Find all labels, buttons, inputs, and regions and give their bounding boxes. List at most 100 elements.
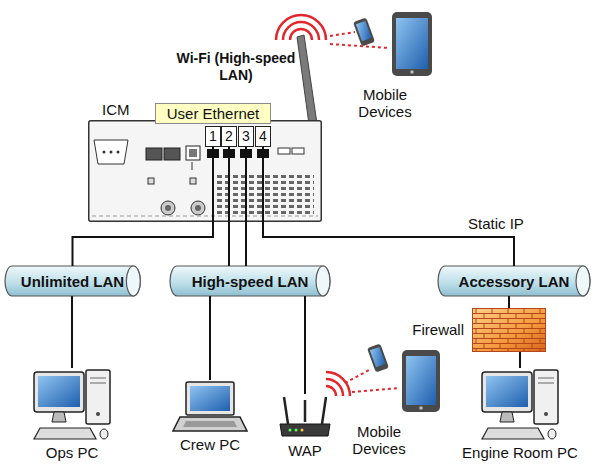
wifi-label: Wi-Fi (High-speed LAN) <box>172 50 300 84</box>
wifi-waves <box>326 372 350 396</box>
wireless-access-icon <box>322 397 326 424</box>
icm-unit-shape <box>164 148 180 160</box>
desktop-icon <box>86 370 110 424</box>
tablet-icon <box>392 12 432 76</box>
icm-unit-shape <box>94 140 128 164</box>
wireless-access-icon <box>289 429 292 432</box>
wireless-link <box>352 388 399 392</box>
tablet-icon <box>410 70 414 74</box>
wifi-waves <box>290 29 312 40</box>
device-label: Engine Room PC <box>462 444 578 461</box>
desktop-icon <box>548 429 556 439</box>
port-number: 1 <box>209 128 217 145</box>
desktop-icon <box>34 372 84 412</box>
icm-unit-shape <box>223 149 235 158</box>
network-cable <box>245 147 247 266</box>
desktop-pc: Engine Room PC <box>460 368 580 461</box>
icm-unit-shape <box>165 205 171 211</box>
port-group-tag: User Ethernet <box>155 103 271 124</box>
desktop-icon <box>96 412 100 416</box>
wifi-waves <box>326 372 350 396</box>
ethernet-port: 4 <box>255 126 271 147</box>
icm-unit-shape <box>257 149 269 158</box>
tablet-icon <box>392 12 432 76</box>
tablet-icon <box>402 350 440 412</box>
firewall-shape <box>473 309 546 352</box>
icm-unit-shape <box>192 162 193 170</box>
wireless-link <box>345 369 371 383</box>
icm-unit-shape <box>189 149 197 157</box>
desktop-icon <box>534 370 558 424</box>
icm-unit-shape <box>195 205 201 211</box>
laptop-icon <box>172 380 248 434</box>
node-label: ICM <box>102 101 130 118</box>
wifi-waves <box>326 379 343 396</box>
wifi-waves <box>276 15 326 40</box>
device-label: Crew PC <box>180 436 240 453</box>
tablet-icon <box>402 350 440 412</box>
lan-pipe-shape <box>438 266 590 296</box>
phone-icon <box>356 21 372 41</box>
icm-unit-shape <box>190 178 196 184</box>
network-cable <box>209 296 211 380</box>
network-cable <box>228 147 230 266</box>
node-label: Firewall <box>412 321 464 338</box>
icm-unit-shape <box>186 146 200 160</box>
icm-unit-shape <box>103 151 106 154</box>
laptop-icon <box>173 417 247 431</box>
desktop-icon <box>90 383 106 384</box>
lan-name: Unlimited LAN <box>21 273 124 290</box>
icm-unit-shape <box>89 121 322 222</box>
lan-pipe-shape <box>126 266 140 296</box>
desktop-icon <box>482 428 544 439</box>
desktop-icon <box>482 372 532 412</box>
desktop-icon <box>90 378 106 379</box>
icm-unit: ICMUser Ethernet1234 <box>88 120 322 222</box>
desktop-icon <box>100 429 108 439</box>
icm-unit-shape <box>161 201 175 215</box>
wireless-link <box>345 369 399 392</box>
laptop-icon <box>183 421 237 427</box>
icm-unit-shape <box>146 148 162 160</box>
icm-unit-shape <box>292 148 304 154</box>
desktop-icon <box>52 412 66 422</box>
desktop-icon <box>538 383 554 384</box>
device-group-label: Mobile Devices <box>345 86 425 120</box>
laptop-icon <box>190 386 230 411</box>
wireless-access-icon <box>301 429 304 432</box>
firewall-shape <box>472 308 546 352</box>
firewall: Firewall <box>472 308 546 352</box>
icm-unit-shape <box>148 178 154 184</box>
edge-label: Static IP <box>466 215 526 232</box>
tablet-icon <box>396 18 428 69</box>
lan-pipe-shape <box>316 266 330 296</box>
ethernet-port: 2 <box>221 126 237 147</box>
wireless-access-point: WAP <box>276 394 334 459</box>
wireless-link <box>330 32 355 36</box>
phone-icon <box>367 343 389 372</box>
node-label: User Ethernet <box>167 105 260 122</box>
port-number: 3 <box>242 128 250 145</box>
wifi-waves <box>326 386 336 396</box>
lan-pipe: High-speed LAN <box>170 266 330 296</box>
lan-pipe: Unlimited LAN <box>5 266 140 296</box>
port-number: 4 <box>259 128 267 145</box>
phone-icon <box>353 17 375 46</box>
wifi-waves <box>276 15 326 40</box>
tablet-icon <box>419 406 423 410</box>
phone-icon <box>353 17 375 46</box>
laptop-pc: Crew PC <box>170 380 250 453</box>
firewall-shape <box>473 309 546 352</box>
phone-icon <box>367 343 389 372</box>
port-number: 2 <box>225 128 233 145</box>
wireless-access-icon <box>278 394 332 440</box>
lan-name: High-speed LAN <box>192 273 309 290</box>
icm-unit-shape <box>214 172 314 214</box>
desktop-icon <box>486 376 528 407</box>
icm-unit-shape <box>240 149 252 158</box>
network-cable <box>304 296 306 394</box>
icm-unit-shape <box>278 148 290 154</box>
wireless-access-icon <box>304 400 307 422</box>
